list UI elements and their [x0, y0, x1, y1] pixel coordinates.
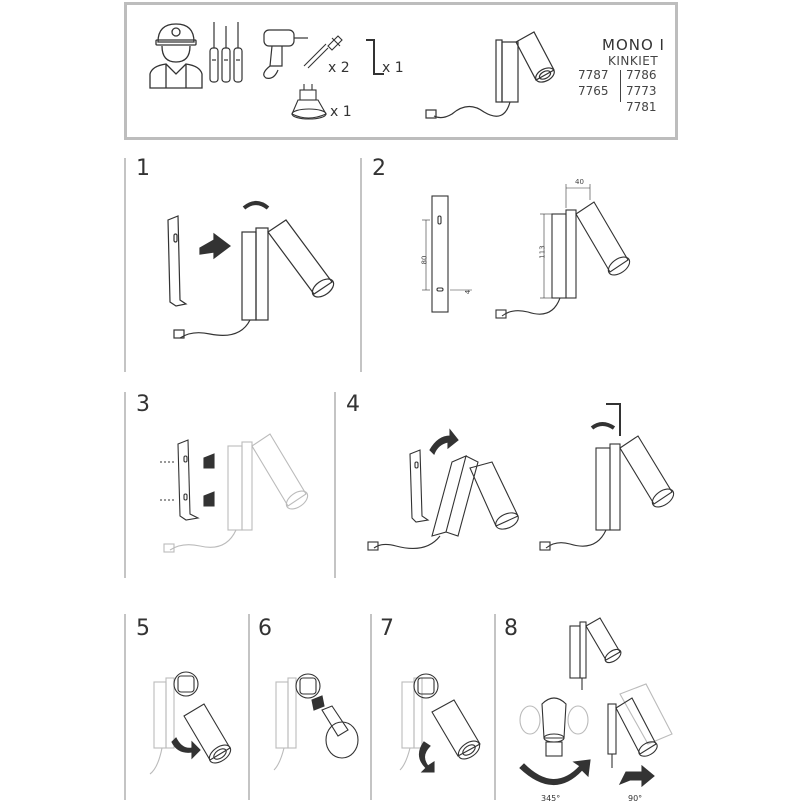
product-type: KINKIET: [608, 54, 659, 68]
step2-illustration: [422, 184, 631, 319]
screw-plug-icon: [303, 35, 343, 69]
step-number: 8: [504, 616, 518, 641]
step-divider: [124, 614, 126, 800]
product-code: 7786: [626, 68, 657, 82]
product-code: 7773: [626, 84, 657, 98]
product-name: MONO I: [602, 36, 665, 54]
screwdrivers-icon: [209, 22, 243, 83]
step-divider: [334, 392, 336, 578]
product-code: 7765: [578, 84, 609, 98]
tilt-angle-label: 90°: [628, 794, 643, 803]
drill-icon: [263, 29, 308, 79]
step1-illustration: [167, 201, 335, 339]
dimension-width: 40: [575, 178, 584, 186]
tools-header-box: [124, 2, 678, 140]
product-code: 7781: [626, 100, 657, 114]
dimension-spacing: 80: [420, 255, 429, 265]
allen-key-icon: [366, 39, 384, 75]
step-number: 6: [258, 616, 272, 641]
worker-icon: [149, 23, 203, 89]
code-divider: [620, 70, 621, 102]
step6-illustration: [273, 673, 359, 771]
step-divider: [360, 158, 362, 372]
step-number: 2: [372, 156, 386, 181]
step-number: 4: [346, 392, 360, 417]
dimension-height: 113: [538, 245, 547, 259]
allen-key-quantity: x 1: [382, 60, 404, 76]
step7-illustration: [399, 673, 481, 773]
header-lamp-illustration: [425, 31, 555, 119]
step-number: 1: [136, 156, 150, 181]
dimension-offset: 4: [464, 289, 473, 295]
screw-quantity: x 2: [328, 60, 350, 76]
step-divider: [124, 158, 126, 372]
step8-illustration: [519, 617, 673, 788]
step3-illustration: [160, 433, 309, 553]
step-number: 5: [136, 616, 150, 641]
step4-illustration: [367, 403, 675, 551]
step-divider: [124, 392, 126, 578]
step-number: 3: [136, 392, 150, 417]
step5-illustration: [149, 671, 232, 775]
rotation-angle-label: 345°: [541, 794, 561, 803]
step-divider: [494, 614, 496, 800]
product-code: 7787: [578, 68, 609, 82]
bulb-icon: [291, 84, 327, 120]
step-divider: [370, 614, 372, 800]
bulb-quantity: x 1: [330, 104, 352, 120]
step-divider: [248, 614, 250, 800]
step-number: 7: [380, 616, 394, 641]
